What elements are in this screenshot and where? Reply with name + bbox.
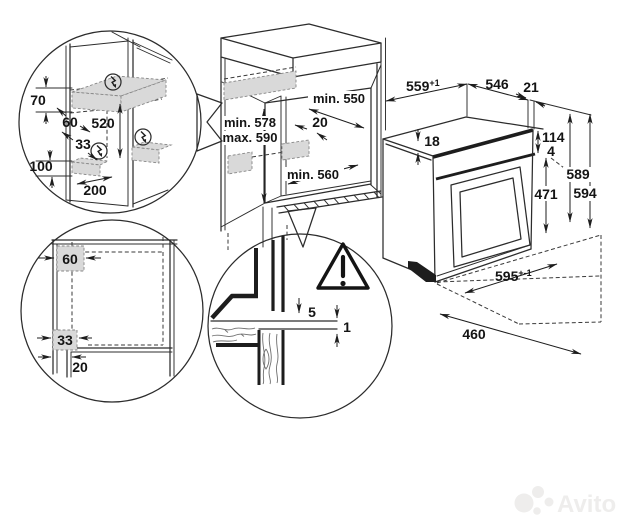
dim-oven-body-height: 589 xyxy=(566,166,590,182)
cabinet-outlet-zone-lower xyxy=(227,151,253,175)
avito-logo-icon xyxy=(514,486,554,515)
dim-oven-back-offset: 21 xyxy=(523,79,539,95)
wood-grain xyxy=(211,327,279,385)
dim-oven-front-clearance: 460 xyxy=(462,326,486,342)
plan-oven-footprint-dashed xyxy=(71,237,164,346)
dim-plan-20: 20 xyxy=(72,359,88,375)
dim-oven-top-frame: 18 xyxy=(424,133,440,149)
avito-watermark: Avito xyxy=(514,486,616,518)
cabinet-outlet-zone-niche xyxy=(281,139,310,161)
dim-section-1: 1 xyxy=(343,319,351,335)
warning-triangle-icon xyxy=(316,242,370,290)
outlet-box-upper xyxy=(71,75,167,113)
dim-oven-top-width: 559+1 xyxy=(406,78,440,94)
dim-side-33: 33 xyxy=(75,136,91,152)
dim-plan-33: 33 xyxy=(57,332,73,348)
oven-drawing: 559+1 546 21 18 114 4 471 589 594 595+-1… xyxy=(382,37,602,355)
dim-cabinet-top-depth: min. 550 xyxy=(313,91,365,106)
oven-dimension-arrows xyxy=(385,83,593,355)
dim-oven-front-width: 595+-1 xyxy=(495,268,532,284)
dim-plan-60: 60 xyxy=(62,251,78,267)
side-detail-dimensions: 70 60 520 33 100 200 xyxy=(29,76,123,198)
side-panel-lines xyxy=(65,31,173,208)
outlet-box-lower-left xyxy=(70,157,110,177)
plan-outlet-zone-bottom xyxy=(52,329,78,351)
section-profile xyxy=(210,236,338,385)
dim-oven-depth: 546 xyxy=(485,76,509,92)
watermark-brand-text: Avito xyxy=(557,491,616,518)
cabinet-niche-drawing: min. 550 20 min. 578 max. 590 min. 560 xyxy=(220,23,383,250)
dim-cabinet-setback: 20 xyxy=(312,114,328,130)
dim-oven-total-height: 594 xyxy=(573,185,597,201)
oven-door-window xyxy=(450,166,531,268)
dim-oven-panel-gap: 4 xyxy=(547,143,555,159)
outlet-box-lower-right xyxy=(130,141,173,164)
callout-pointer xyxy=(196,93,223,152)
dim-oven-door-height: 471 xyxy=(534,186,558,202)
callout-pointer xyxy=(287,207,317,248)
lightning-icon xyxy=(90,73,152,160)
dim-side-100: 100 xyxy=(29,158,53,174)
dim-cabinet-height-max: max. 590 xyxy=(223,130,278,145)
dim-section-5: 5 xyxy=(308,304,316,320)
detail-circle-electrical: 70 60 520 33 100 200 xyxy=(18,30,223,214)
dim-cabinet-height-min: min. 578 xyxy=(224,115,276,130)
detail-circle-plan: 60 33 20 xyxy=(20,219,204,403)
plan-dimension-arrows xyxy=(37,255,101,360)
detail-circle-section: 5 1 xyxy=(207,207,393,419)
oven-foot xyxy=(408,261,436,282)
plan-outlet-zone-top xyxy=(56,245,85,272)
dim-side-520: 520 xyxy=(91,115,115,131)
dim-side-60: 60 xyxy=(62,114,78,130)
cabinet-outlet-zone-upper xyxy=(223,70,297,101)
dim-oven-panel-height: 114 xyxy=(542,129,565,145)
dim-side-200: 200 xyxy=(83,182,107,198)
dim-side-70: 70 xyxy=(30,92,46,108)
dim-cabinet-bottom-depth: min. 560 xyxy=(287,167,339,182)
